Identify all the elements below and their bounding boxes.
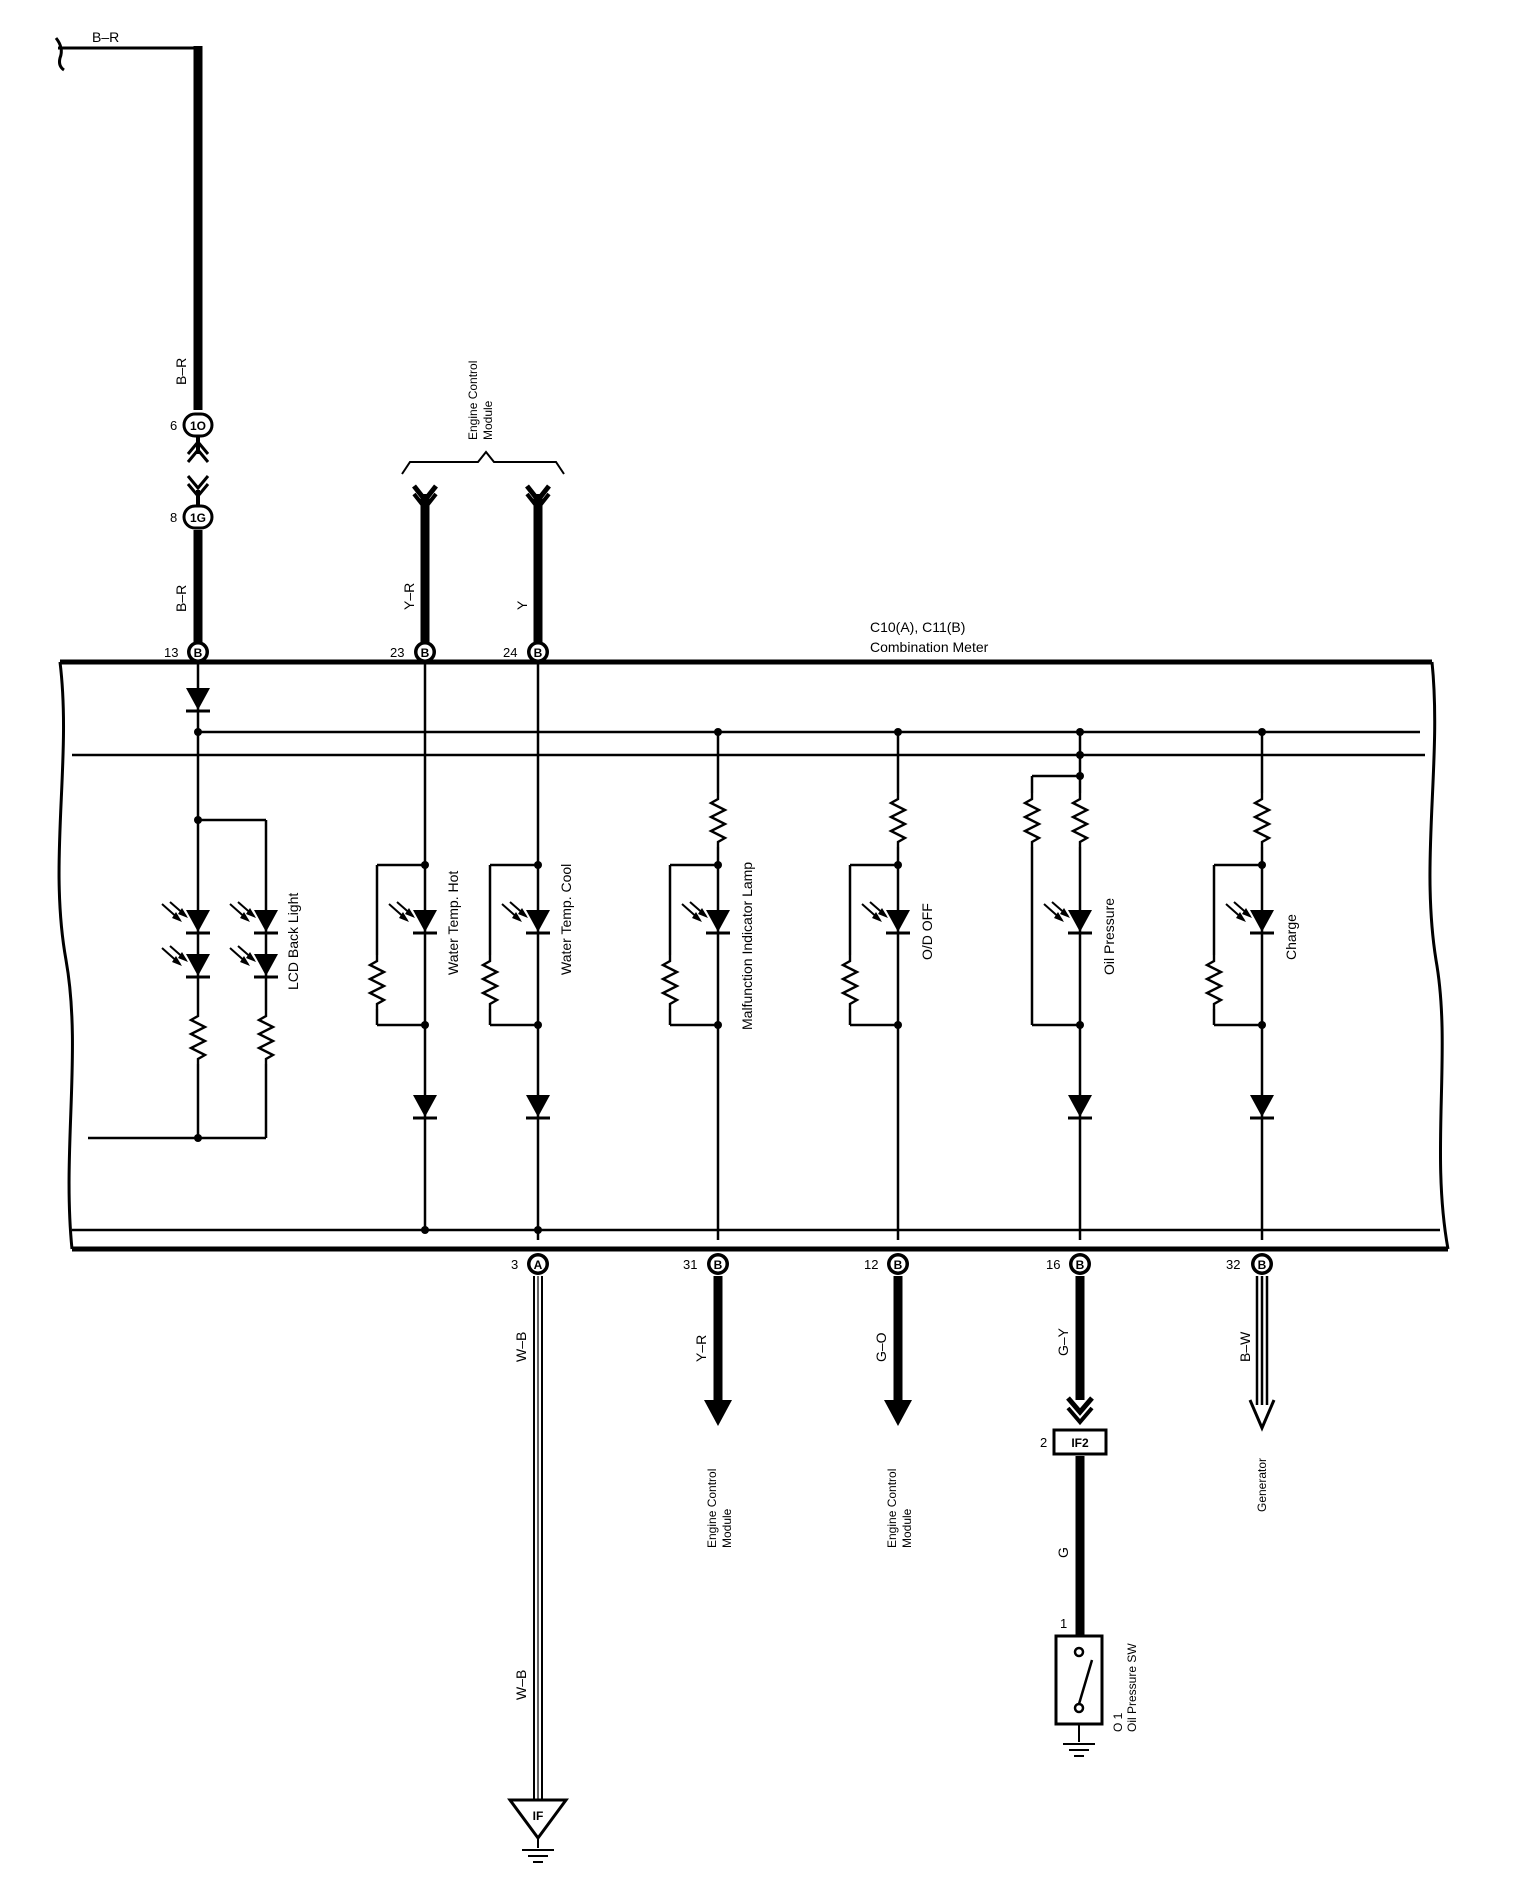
pin-top-23-conn: B <box>421 646 430 660</box>
junction-1g-pin: 8 <box>170 510 177 525</box>
gy-oil-switch-wire <box>1052 1276 1108 1757</box>
pin-top-13-number: 13 <box>164 645 178 660</box>
wire-label-br-2: B–R <box>173 585 189 612</box>
pin-top-24-conn: B <box>534 646 543 660</box>
wire-label-g: G <box>1055 1547 1071 1558</box>
pin-bottom-3-number: 3 <box>511 1257 518 1272</box>
ecm-12-label-line2: Module <box>900 1508 914 1548</box>
pin-top-23-number: 23 <box>390 645 404 660</box>
br-supply-wire <box>54 37 203 642</box>
pin-top-24-number: 24 <box>503 645 517 660</box>
wire-label-gy: G–Y <box>1055 1327 1071 1356</box>
oil-pressure-circuit <box>1022 728 1094 1240</box>
ecm-31-label-line2: Module <box>720 1508 734 1548</box>
pin-bottom-31-conn: B <box>714 1258 723 1272</box>
generator-label: Generator <box>1255 1458 1269 1512</box>
oil-switch-pin: 1 <box>1060 1616 1067 1631</box>
oil-switch-name: Oil Pressure SW <box>1125 1643 1139 1732</box>
wire-label-br-top: B–R <box>92 29 119 45</box>
ecm-31-label-line1: Engine Control <box>705 1469 719 1548</box>
lamp-label-oil-pressure: Oil Pressure <box>1101 898 1117 975</box>
if2-connector-code: IF2 <box>1071 1436 1089 1450</box>
bw-generator-wire <box>1248 1276 1276 1432</box>
meter-connector-label: C10(A), C11(B) <box>870 619 965 635</box>
wire-label-yr-top: Y–R <box>401 583 417 610</box>
junction-1o-pin: 6 <box>170 418 177 433</box>
junction-1g <box>182 475 214 530</box>
combination-meter-box <box>57 659 1450 1252</box>
oil-switch-code: O 1 <box>1111 1712 1125 1732</box>
meter-name-label: Combination Meter <box>870 639 989 655</box>
pin-bottom-12-number: 12 <box>864 1257 878 1272</box>
od-off-circuit <box>840 728 910 1240</box>
pin-top-13-conn: B <box>194 646 203 660</box>
lamp-label-water-temp-cool: Water Temp. Cool <box>558 864 574 975</box>
lamp-label-lcd: LCD Back Light <box>285 893 301 990</box>
wb-ground-wire <box>507 1276 569 1863</box>
water-temp-cool-circuit <box>480 663 552 1240</box>
charge-circuit <box>1204 728 1276 1240</box>
lamp-label-water-temp-hot: Water Temp. Hot <box>445 871 461 975</box>
wire-label-y-top: Y <box>514 600 530 610</box>
pin-bottom-32-conn: B <box>1258 1258 1267 1272</box>
wire-label-go: G–O <box>873 1332 889 1362</box>
pin-bottom-3-conn: A <box>534 1258 543 1272</box>
lcd-back-light-circuit <box>88 663 278 1142</box>
lamp-label-malfunction: Malfunction Indicator Lamp <box>739 862 755 1030</box>
pin-bottom-12-conn: B <box>894 1258 903 1272</box>
ground-code: IF <box>533 1809 544 1823</box>
if2-connector-pin: 2 <box>1040 1435 1047 1450</box>
wire-label-wb-1: W–B <box>513 1332 529 1362</box>
pin-bottom-16-number: 16 <box>1046 1257 1060 1272</box>
ecm-top-label-line1: Engine Control <box>466 361 480 440</box>
pin-bottom-31-number: 31 <box>683 1257 697 1272</box>
wire-label-wb-2: W–B <box>513 1670 529 1700</box>
junction-1g-code: 1G <box>190 511 206 525</box>
water-temp-hot-circuit <box>367 663 439 1234</box>
pin-bottom-32-number: 32 <box>1226 1257 1240 1272</box>
lamp-label-charge: Charge <box>1283 914 1299 960</box>
junction-1o <box>182 412 214 463</box>
yr-ecm-wire <box>704 1276 732 1426</box>
ecm-top-bracket <box>401 450 565 642</box>
wire-label-bw: B–W <box>1237 1331 1253 1362</box>
malfunction-indicator-circuit <box>660 728 730 1240</box>
ecm-12-label-line1: Engine Control <box>885 1469 899 1548</box>
junction-1o-code: 1O <box>190 419 206 433</box>
ecm-top-label-line2: Module <box>481 400 495 440</box>
go-ecm-wire <box>884 1276 912 1426</box>
lamp-label-od-off: O/D OFF <box>919 903 935 960</box>
pin-bottom-16-conn: B <box>1076 1258 1085 1272</box>
wire-label-yr-bottom: Y–R <box>693 1335 709 1362</box>
wire-label-br-1: B–R <box>173 358 189 385</box>
